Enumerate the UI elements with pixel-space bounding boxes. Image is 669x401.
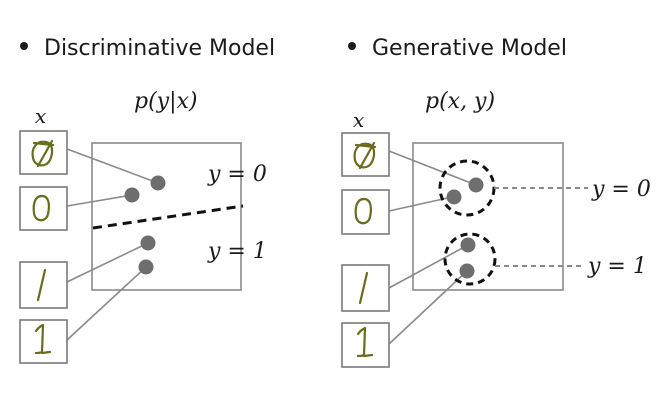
feature-space-box [91,142,242,291]
digit-image-1b [341,322,390,368]
feature-space-box [412,142,564,291]
digit-image-1a [341,264,390,312]
generative-title: Generative Model [372,36,567,61]
bullet-icon [348,42,356,50]
data-point [138,259,154,275]
digit-image-0a [19,130,68,175]
cluster-y1 [443,232,497,286]
link-line [388,150,477,186]
discriminative-title: Discriminative Model [44,36,275,61]
data-point [150,175,166,191]
cluster-y0 [438,159,496,217]
class-label-y0: y = 0 [207,162,267,187]
link-line [66,242,149,283]
link-line [388,270,468,345]
data-point [140,235,156,251]
digit-image-1b [19,319,68,364]
link-line [66,194,133,207]
data-point [468,177,484,193]
generative-input-label: x [353,108,364,132]
data-point [124,187,140,203]
bullet-icon [20,42,28,50]
decision-boundary [92,204,244,230]
class-label-y1: y = 1 [207,239,267,264]
link-line [66,148,159,184]
link-line [388,244,469,289]
digit-image-0b [19,186,68,231]
link-line [66,266,147,341]
data-point [446,189,462,205]
discriminative-panel: Discriminative Model p(y|x) x y = 0 y = … [19,36,275,364]
digit-image-1a [19,261,68,309]
discriminative-prob-label: p(y|x) [134,89,198,114]
generative-prob-label: p(x, y) [425,89,495,114]
class-label-y1: y = 1 [587,254,647,279]
data-point [460,237,476,253]
generative-panel: Generative Model p(x, y) x y = 0 y = 1 [341,36,651,368]
discriminative-input-label: x [35,104,46,128]
digit-image-0a [341,132,390,177]
digit-image-0b [341,189,390,235]
class-label-y0: y = 0 [591,177,651,202]
data-point [459,263,475,279]
